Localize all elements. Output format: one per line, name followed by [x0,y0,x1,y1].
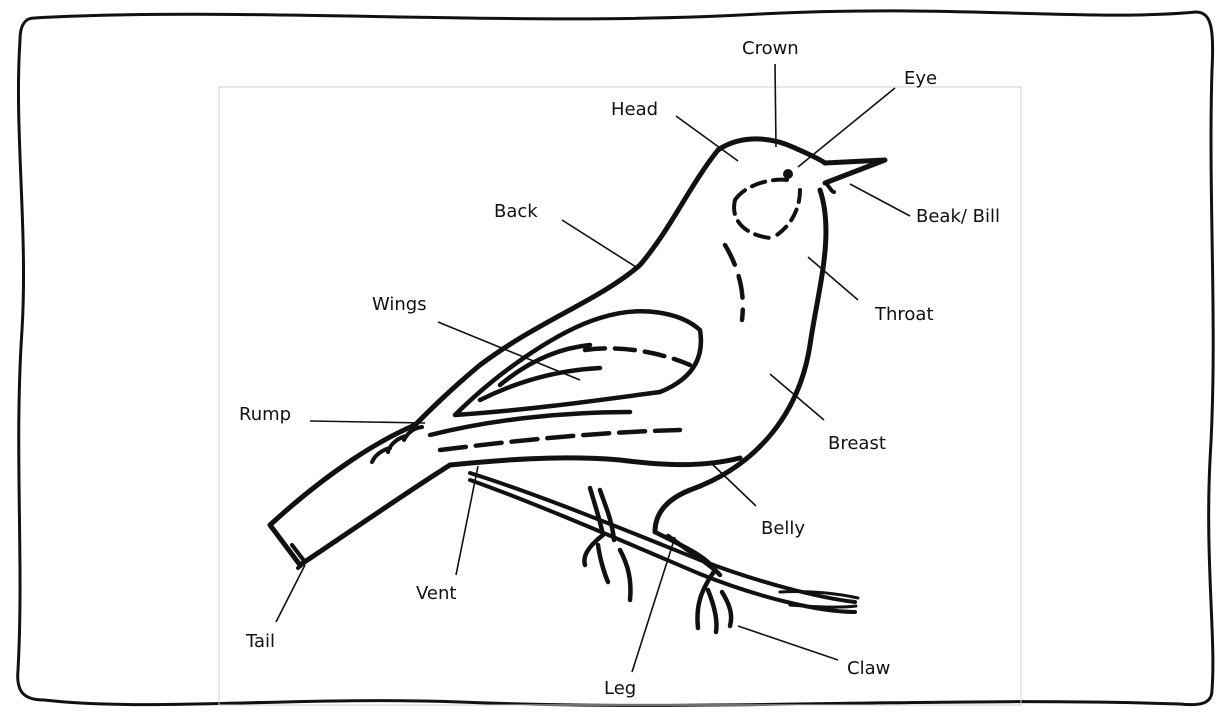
label-beak-bill: Beak/ Bill [916,208,1000,226]
label-tail: Tail [246,633,275,651]
legs-and-feet [584,488,731,632]
label-crown: Crown [742,40,799,58]
label-vent: Vent [416,585,456,603]
leader-rump [310,421,425,423]
label-belly: Belly [761,520,805,538]
leader-breast [770,374,824,420]
leader-leg [632,537,675,672]
bird-eye [783,169,793,179]
leader-claw [738,626,838,660]
label-leg: Leg [604,680,636,698]
label-claw: Claw [847,660,890,678]
leader-crown [775,64,776,147]
leader-eye [798,88,895,167]
face-markings [734,180,800,238]
label-head: Head [611,101,658,119]
leader-vent [456,466,478,575]
leader-throat [808,257,858,300]
label-rump: Rump [239,406,291,424]
label-throat: Throat [875,306,934,324]
wing-details [430,245,743,450]
label-eye: Eye [904,70,937,88]
bird-outline [270,139,885,568]
leader-head [676,116,738,161]
leader-back [562,220,636,267]
label-wings: Wings [372,296,427,314]
leader-tail [276,565,305,622]
leader-beak [850,184,910,216]
label-back: Back [494,203,538,221]
label-breast: Breast [828,435,886,453]
branch [470,473,858,612]
